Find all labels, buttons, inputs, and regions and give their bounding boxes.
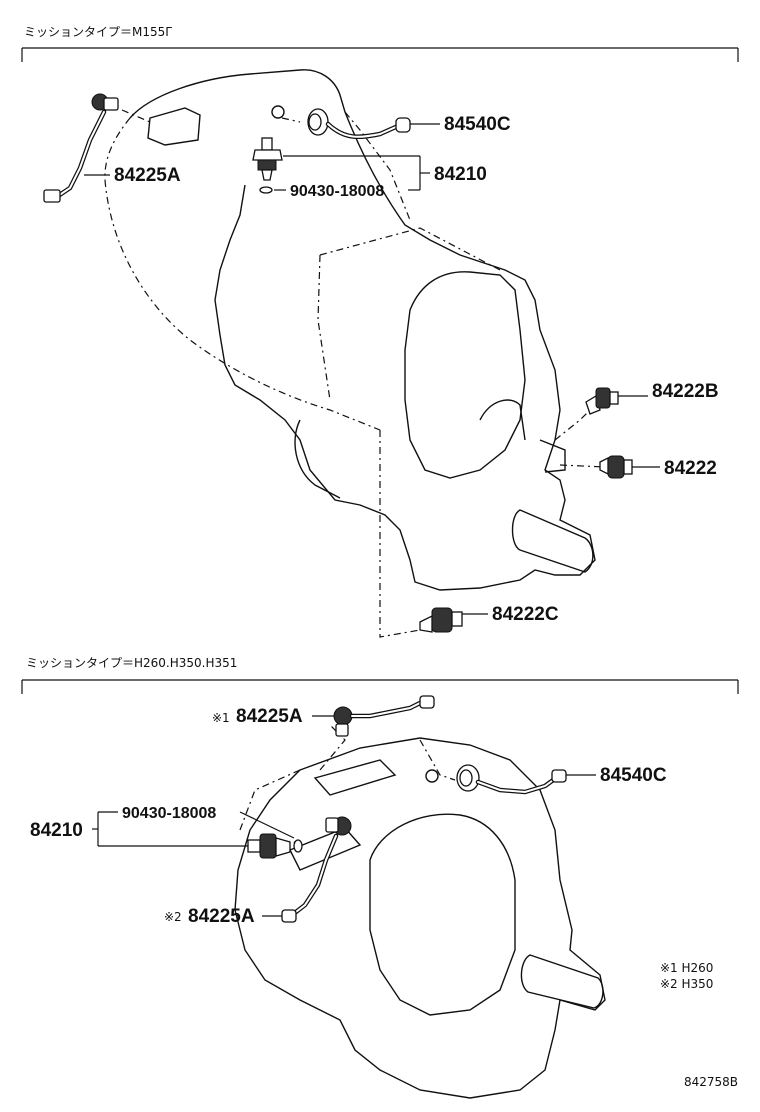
leader-84210-1 (274, 155, 430, 191)
label-84222: 84222 (664, 458, 717, 479)
marker-1-a: ※1 (212, 711, 230, 725)
section-1-title: ミッションタイプ＝M155Γ (24, 25, 172, 39)
gasket-90430-part-2 (293, 839, 303, 853)
sensor-84225A-part (43, 93, 119, 203)
label-90430-1: 90430-18008 (290, 183, 384, 200)
label-84210-1: 84210 (434, 164, 487, 185)
switch-84222B-part (585, 387, 619, 415)
sensor-84225A-part-2a (333, 695, 435, 737)
marker-2-b: ※2 (164, 910, 182, 924)
switch-84540C-part-2 (456, 764, 567, 795)
label-84210-2: 84210 (30, 820, 83, 841)
section-1-frame (21, 47, 739, 62)
switch-84540C-part (307, 108, 411, 140)
switch-84210-part-2 (247, 833, 291, 859)
switch-84222-part (599, 455, 633, 479)
section-2-title: ミッションタイプ＝H260.H350.H351 (26, 656, 237, 670)
transmission-housing-m155 (104, 69, 606, 638)
switch-84210-part (252, 137, 283, 181)
label-84222B: 84222B (652, 381, 719, 402)
transmission-housing-h260 (234, 724, 606, 1099)
section-2-frame (21, 679, 739, 694)
label-84540C-2: 84540C (600, 765, 667, 786)
label-84225A-1: 84225A (114, 165, 181, 186)
sensor-84225A-part-2b (281, 816, 352, 923)
switch-84222C-part (419, 607, 463, 633)
diagram-id: 842758B (684, 1075, 738, 1089)
label-84225A-2a: 84225A (236, 706, 303, 727)
label-84540C-1: 84540C (444, 114, 511, 135)
gasket-90430-part (259, 186, 273, 194)
label-84225A-2b: 84225A (188, 906, 255, 927)
label-84222C: 84222C (492, 604, 559, 625)
leader-84210-2 (92, 811, 295, 847)
label-90430-2: 90430-18008 (122, 805, 216, 822)
note-h260: ※1 H260 (660, 961, 713, 975)
note-h350: ※2 H350 (660, 977, 713, 991)
